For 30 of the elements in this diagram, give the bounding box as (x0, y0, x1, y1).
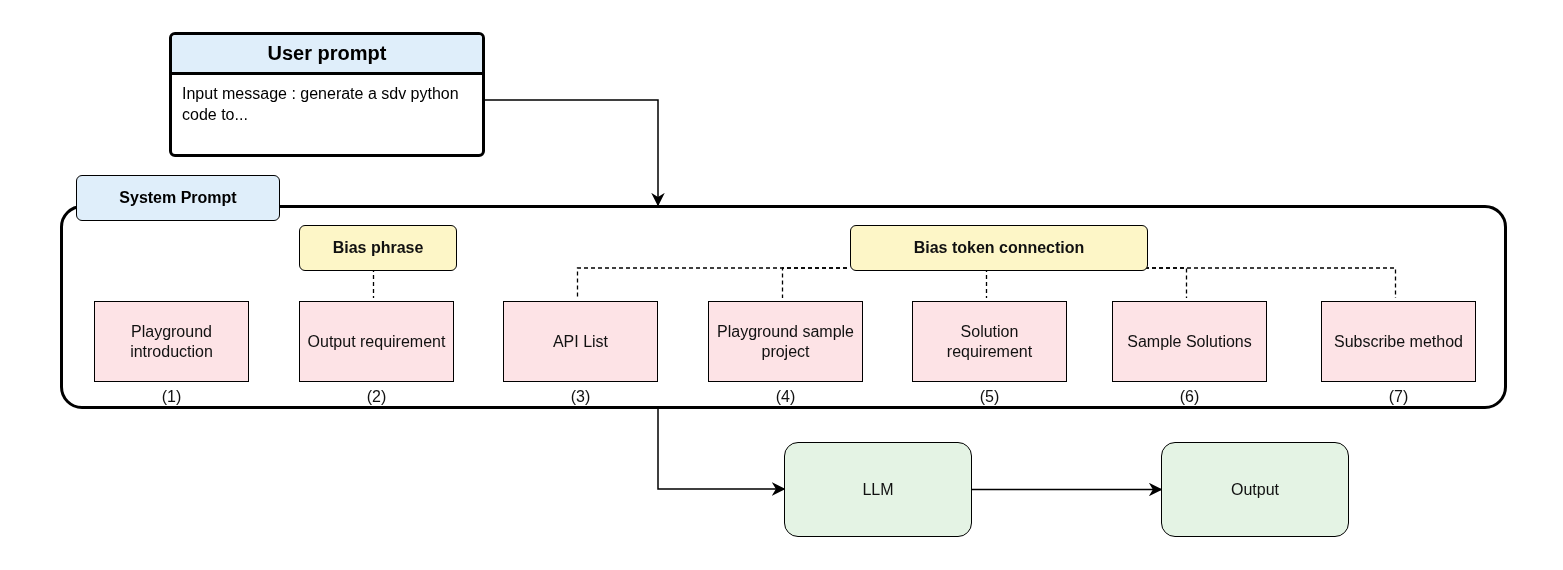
box-label: Subscribe method (1333, 331, 1464, 352)
section-number: (7) (1387, 388, 1410, 406)
box-label: Playground sample project (716, 321, 855, 362)
section-number: (3) (569, 388, 592, 406)
panel-title-tab: System Prompt (76, 175, 280, 221)
bias-tag (299, 225, 457, 271)
box-label: Output (1230, 479, 1280, 500)
connector-line (781, 267, 848, 299)
arrow (657, 408, 786, 496)
process-box (784, 442, 972, 537)
section-number: (5) (978, 388, 1001, 406)
bias-tag (850, 225, 1148, 271)
section-number: (6) (1178, 388, 1201, 406)
tag-label: Bias phrase (331, 238, 425, 258)
box-label: Output requirement (306, 331, 447, 352)
section-number: (1) (160, 388, 183, 406)
section-number: (2) (365, 388, 388, 406)
process-box (1161, 442, 1349, 537)
box-label: API List (551, 331, 610, 352)
box-label: Solution requirement (945, 321, 1034, 362)
box-label: Playground introduction (129, 321, 214, 362)
arrow (971, 482, 1163, 497)
section-number: (4) (774, 388, 797, 406)
prompt-card (169, 32, 485, 157)
arrow (484, 99, 665, 207)
tag-label: Bias token connection (912, 238, 1086, 258)
card-title: User prompt (267, 42, 387, 65)
box-label: LLM (861, 479, 895, 500)
card-body-text: Input message : generate a sdv python code to... (181, 84, 460, 125)
box-label: Sample Solutions (1126, 331, 1253, 352)
